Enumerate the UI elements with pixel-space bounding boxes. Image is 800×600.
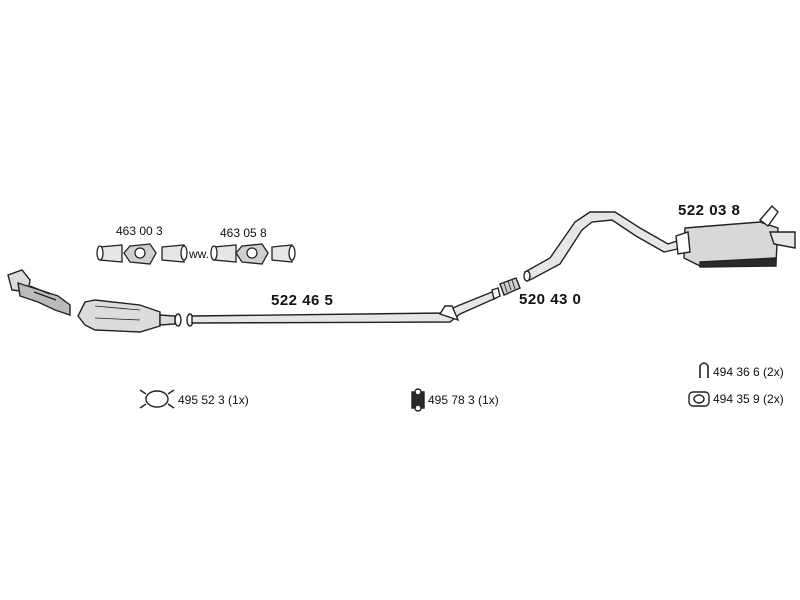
hanger-clip-label: 494 36 6 (2x): [713, 365, 784, 379]
rubber-mount-icon: [411, 388, 425, 412]
clamp-kit-b: [210, 243, 296, 265]
front-pipe: [186, 287, 501, 327]
clamp-kit-b-label: 463 05 8: [220, 226, 267, 240]
clamp-kit-a-label: 463 00 3: [116, 224, 163, 238]
clamp-ring-icon: [139, 389, 175, 409]
front-pipe-label: 522 46 5: [271, 292, 334, 309]
mount-ring-icon: [688, 391, 710, 407]
rear-silencer-label: 522 03 8: [678, 202, 741, 219]
mount-ring-label: 494 35 9 (2x): [713, 392, 784, 406]
clamp-kit-link: ww.: [189, 247, 210, 261]
rear-silencer: [523, 204, 796, 282]
flex-connector: [499, 277, 521, 296]
clamp-ring-label: 495 52 3 (1x): [178, 393, 249, 407]
rubber-mount-label: 495 78 3 (1x): [428, 393, 499, 407]
flex-connector-label: 520 43 0: [519, 291, 582, 308]
hanger-clip-icon: [699, 362, 709, 378]
clamp-kit-a: [96, 243, 188, 265]
catalytic-converter: [7, 269, 176, 333]
converter-flange: [174, 313, 182, 327]
